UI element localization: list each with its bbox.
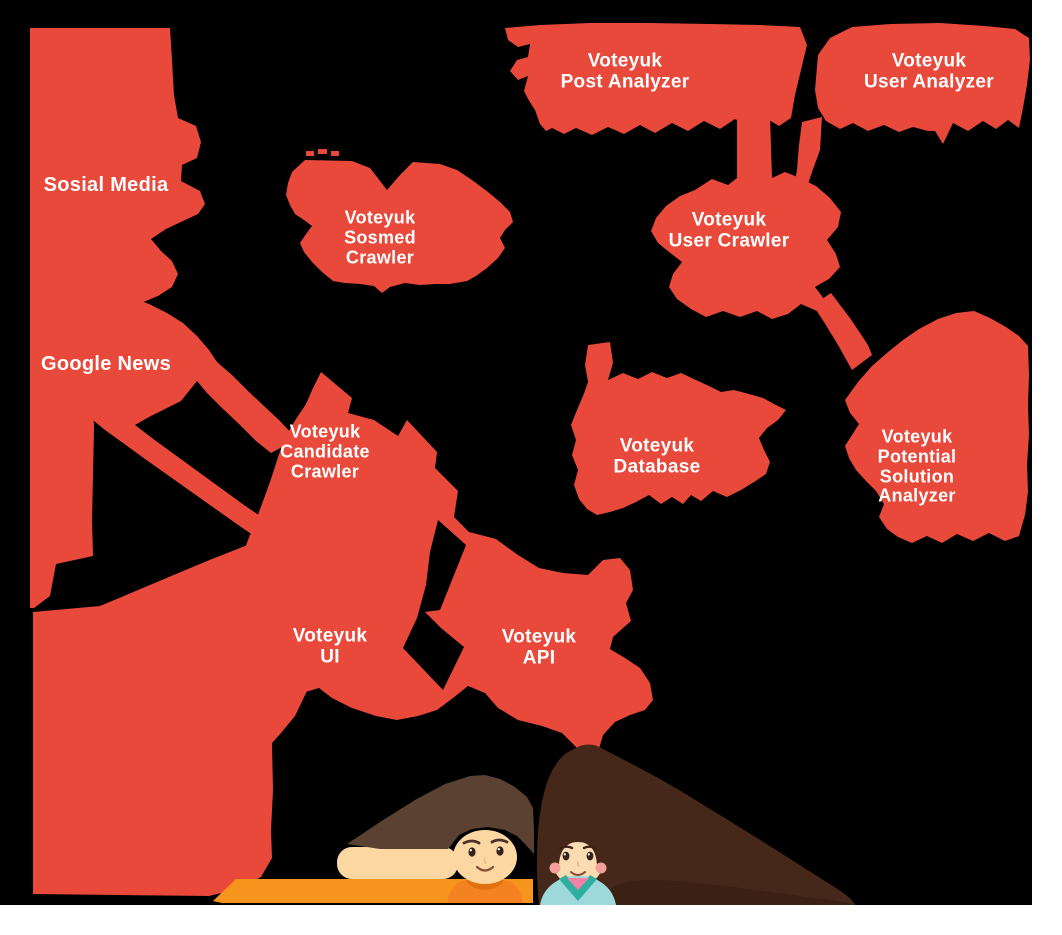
boy-eye-glint [497,848,500,851]
girl-blush-right [595,862,607,874]
girl-eye-right [586,851,594,861]
boy-face [453,830,517,884]
girl-eyebrow-right [582,845,598,851]
blob-database [571,342,786,515]
node-label-user-analyzer: Voteyuk User Analyzer [864,50,994,93]
boy-hair-icon [347,775,534,854]
girl-eye-left [562,851,570,861]
node-label-ui: Voteyuk UI [292,625,368,668]
node-label-api: Voteyuk API [501,626,577,669]
boy-shirt-collar [466,877,504,890]
dash-marks [306,149,339,156]
node-label-sosmed-crawler: Voteyuk Sosmed Crawler [344,207,416,267]
boy-arm [337,847,458,879]
node-label-sosial-media: Sosial Media [43,173,169,196]
node-label-google-news: Google News [41,352,171,375]
girl-hoodie-trim [559,875,597,901]
girl-blush-left [549,862,561,874]
blob-sosmed-crawler [286,160,513,293]
girl-eye-glint [587,853,590,856]
girl-bangs [552,831,604,867]
boy-nose [483,857,487,864]
blob-sosial-media [30,28,205,316]
node-label-potential-solution-analyzer: Voteyuk Potential Solution Analyzer [877,426,957,506]
blob-user-crawler [651,116,841,319]
girl-hair [536,744,855,905]
blob-post-analyzer [505,23,807,135]
boy-character [337,775,534,903]
red-blob-group [30,23,1030,896]
blob-candidate-ui-api [195,372,653,790]
node-label-candidate-crawler: Voteyuk Candidate Crawler [280,421,370,481]
node-label-database: Voteyuk Database [613,435,701,478]
boy-eye-right [496,846,504,856]
girl-nose [576,861,580,867]
blob-user-analyzer [815,23,1030,144]
girl-hair-shadow [597,879,853,905]
boy-mouth [475,865,495,872]
blob-potential-solution-analyzer [845,311,1029,543]
girl-hoodie-inner [567,878,589,890]
diamond-cutout [403,520,466,690]
boy-eyebrow-left [462,839,481,845]
boy-shirt [447,880,523,903]
girl-mouth [570,871,586,876]
boy-eyebrow-right [490,838,509,844]
boy-eye-left [468,847,476,857]
blob-left-strip [30,250,94,608]
girl-character [540,831,616,905]
node-label-user-crawler: Voteyuk User Crawler [668,209,790,252]
blob-user-crawler-tail [813,293,872,370]
girl-eye-glint [563,853,566,856]
boy-eye-glint [469,849,472,852]
girl-eyebrow-left [558,845,574,851]
node-label-post-analyzer: Voteyuk Post Analyzer [560,50,690,93]
blob-google-news [30,292,295,547]
